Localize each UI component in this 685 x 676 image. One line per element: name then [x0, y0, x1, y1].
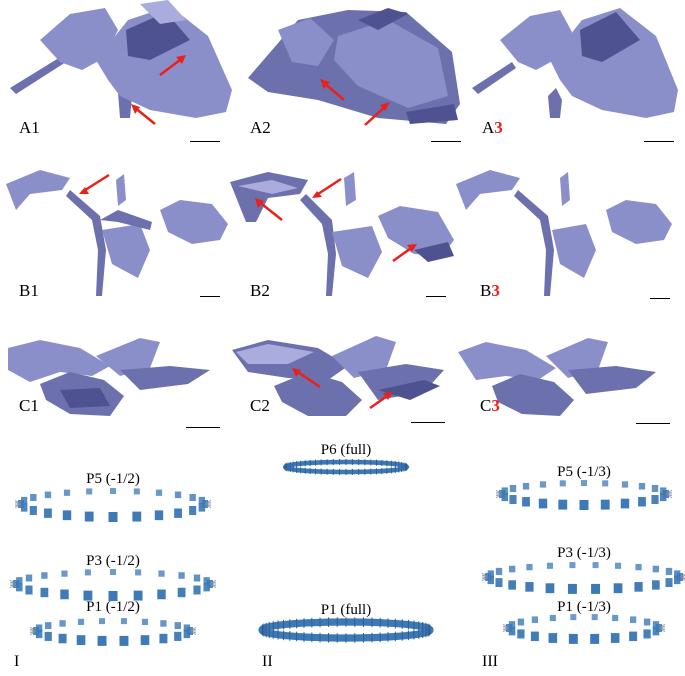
panel-label: C2 [250, 396, 270, 415]
plant-model-a2 [248, 8, 460, 126]
scale-bar [431, 141, 461, 142]
ring-label-col2-bottom: P1 (full) [320, 602, 372, 618]
panel-label: A2 [250, 118, 271, 137]
scale-bar [636, 423, 670, 424]
plant-model-b1 [6, 170, 228, 296]
plant-model-b2 [230, 172, 454, 296]
panel-a3: A3 [470, 0, 685, 150]
panel-label: C3 [480, 396, 500, 415]
ring-label-col1-mid: P3 (-1/2) [86, 553, 140, 569]
plant-model-a3 [472, 8, 678, 118]
plant-model-c2 [232, 336, 444, 416]
panel-b3: B3 [456, 160, 685, 310]
scale-bar [411, 422, 445, 423]
ring-label-col3-bottom: P1 (-1/3) [557, 599, 611, 615]
panel-label: B3 [480, 281, 500, 300]
plant-model-a1 [10, 0, 232, 125]
panel-c1: C1 [0, 330, 228, 440]
plant-model-b3 [456, 170, 672, 296]
group-label-iii: III [482, 653, 498, 670]
panel-label: B2 [250, 281, 270, 300]
scale-bar [200, 296, 220, 297]
panel-b1: B1 [0, 160, 228, 310]
ring-label-col1-top: P5 (-1/2) [86, 471, 140, 487]
scale-bar [644, 141, 674, 142]
panel-c2: C2 [228, 330, 456, 440]
ring-label-col3-mid: P3 (-1/3) [557, 545, 611, 561]
panel-label: A3 [482, 118, 503, 137]
scale-bar [426, 296, 446, 297]
ring-label-col2-top: P6 (full) [320, 442, 372, 458]
ring-label-col1-bottom: P1 (-1/2) [86, 599, 140, 615]
group-label-ii: II [262, 653, 273, 670]
panel-b2: B2 [228, 160, 456, 310]
scale-bar [190, 141, 220, 142]
panel-label: B1 [19, 281, 39, 300]
scale-bar [650, 298, 670, 299]
ring-label-col3-top: P5 (-1/3) [557, 464, 611, 480]
plant-model-c1 [8, 338, 210, 416]
scale-bar [186, 427, 220, 428]
panel-a1: A1 [0, 0, 232, 150]
panel-label: C1 [19, 396, 39, 415]
panel-label: A1 [19, 118, 40, 137]
panel-c3: C3 [456, 330, 685, 440]
group-label-i: I [14, 653, 20, 670]
plant-model-c3 [458, 338, 656, 416]
panel-a2: A2 [238, 0, 466, 150]
